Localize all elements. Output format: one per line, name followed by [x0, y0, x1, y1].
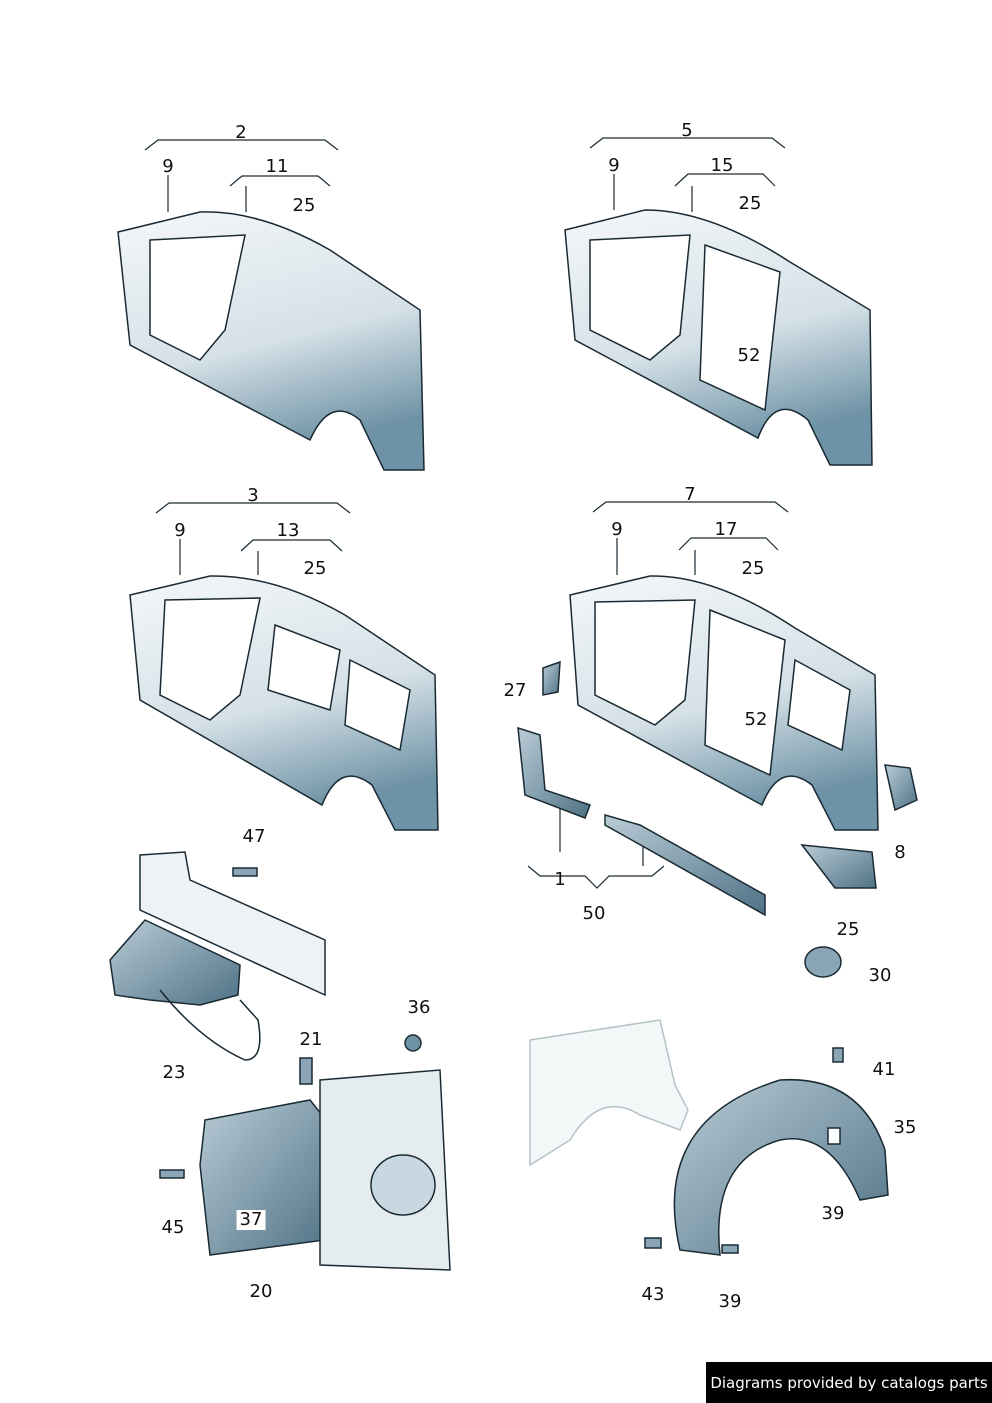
callout-label: 20 [249, 1281, 273, 1302]
callout-label: 36 [407, 997, 431, 1018]
callout-label: 37 [236, 1210, 266, 1230]
callout-label: 25 [836, 919, 860, 940]
callout-label: 3 [247, 485, 259, 506]
callout-label: 8 [894, 842, 906, 863]
callout-label: 27 [503, 680, 527, 701]
fuel-flap-assembly [109, 851, 451, 1271]
callout-label: 17 [714, 519, 738, 540]
callout-label: 2 [235, 122, 247, 143]
callout-label: 13 [276, 520, 300, 541]
callout-label: 52 [737, 345, 761, 366]
footer-credit: Diagrams provided by catalogs parts [706, 1362, 992, 1403]
callout-label: 1 [554, 869, 566, 890]
callout-label: 21 [299, 1029, 323, 1050]
callout-label: 35 [893, 1117, 917, 1138]
side-panel-2 [117, 211, 425, 471]
callout-label: 25 [738, 193, 762, 214]
callout-label: 41 [872, 1059, 896, 1080]
callout-label: 11 [265, 156, 289, 177]
callout-label: 25 [303, 558, 327, 579]
side-panel-7 [517, 575, 918, 978]
callout-label: 39 [718, 1291, 742, 1312]
callout-label: 43 [641, 1284, 665, 1305]
callout-label: 45 [161, 1217, 185, 1238]
callout-label: 9 [174, 520, 186, 541]
callout-label: 52 [744, 709, 768, 730]
callout-label: 9 [611, 519, 623, 540]
side-panel-3 [129, 575, 439, 831]
callout-label: 9 [608, 155, 620, 176]
callout-label: 30 [868, 965, 892, 986]
callout-label: 5 [681, 120, 693, 141]
side-panel-5 [564, 209, 873, 466]
callout-label: 25 [741, 558, 765, 579]
wheel-housing-liner [529, 1019, 889, 1256]
callout-label: 15 [710, 155, 734, 176]
callout-label: 25 [292, 195, 316, 216]
callout-label: 9 [162, 156, 174, 177]
callout-label: 39 [821, 1203, 845, 1224]
footer-text: Diagrams provided by catalogs parts [710, 1373, 988, 1392]
callout-label: 47 [242, 826, 266, 847]
callout-label: 23 [162, 1062, 186, 1083]
callout-label: 7 [684, 484, 696, 505]
callout-label: 50 [582, 903, 606, 924]
